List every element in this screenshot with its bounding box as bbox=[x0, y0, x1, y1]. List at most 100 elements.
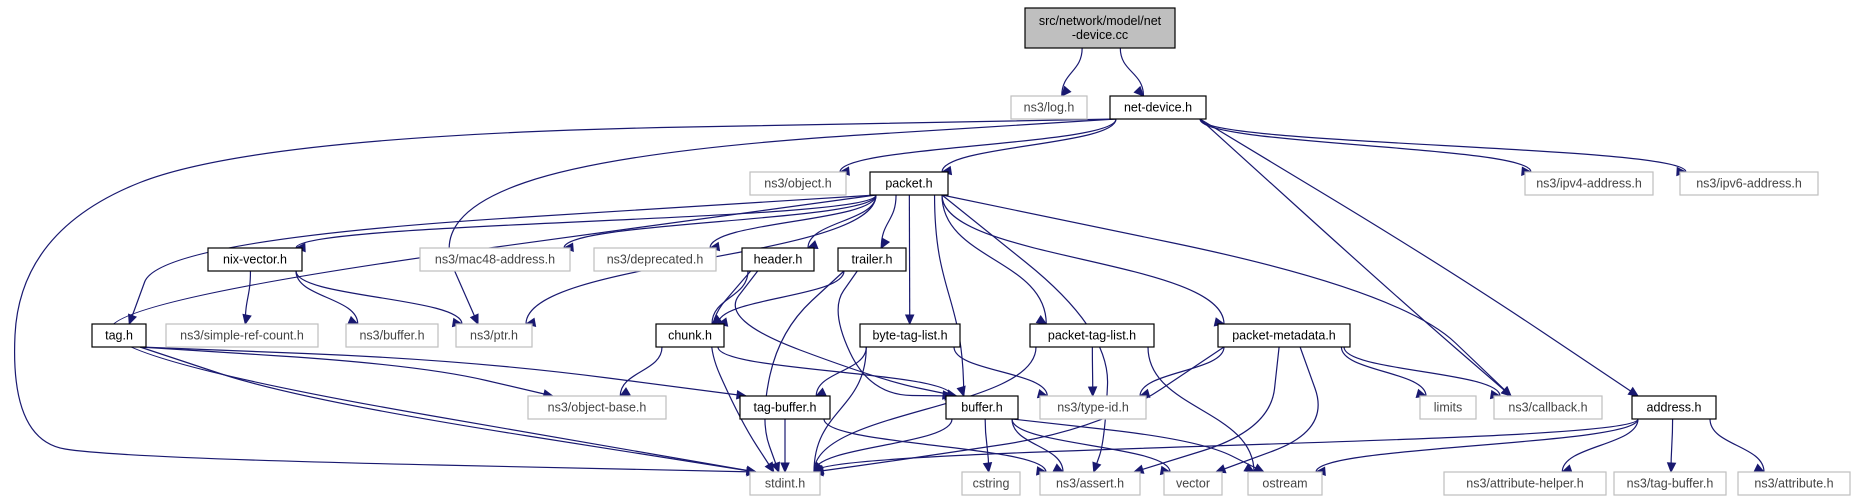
edge-header-h-to-chunk-h bbox=[711, 270, 749, 325]
node-address-h[interactable]: address.h bbox=[1631, 395, 1717, 420]
node-ns3-ipv4-address-h: ns3/ipv4-address.h bbox=[1524, 171, 1654, 196]
edge-net-device-h-to-address-h bbox=[1199, 118, 1639, 397]
arrow-head bbox=[1666, 462, 1677, 474]
node-box bbox=[961, 471, 1021, 496]
edge-address-h-to-ostream bbox=[1315, 418, 1639, 473]
edge-address-h-to-stdint-h bbox=[813, 418, 1639, 473]
edge-tag-h-to-tag-buffer-h bbox=[139, 346, 747, 397]
arrow-head bbox=[780, 462, 790, 474]
edge-buffer-h-to-ostream bbox=[1011, 418, 1265, 473]
node-box bbox=[1024, 7, 1176, 49]
node-label: byte-tag-list.h bbox=[872, 329, 947, 343]
arrow-head bbox=[1035, 314, 1048, 325]
edge-root-to-ns3-log-h bbox=[1061, 47, 1083, 97]
arrow-head bbox=[771, 461, 781, 474]
edge-net-device-h-to-ns3-ipv6-address-h bbox=[1199, 118, 1687, 173]
node-label: cstring bbox=[973, 477, 1010, 491]
node-box bbox=[1493, 395, 1603, 420]
node-label: ns3/ipv4-address.h bbox=[1536, 177, 1642, 191]
edge-tag-h-to-stdint-h bbox=[139, 346, 757, 473]
node-label: ns3/object.h bbox=[764, 177, 831, 191]
node-net-device-h[interactable]: net-device.h bbox=[1109, 95, 1207, 120]
node-box bbox=[1613, 471, 1727, 496]
node-box bbox=[1039, 471, 1141, 496]
edge-chunk-h-to-buffer-h bbox=[717, 346, 953, 397]
edge-root-to-net-device-h bbox=[1119, 47, 1145, 97]
edge-packet-h-to-ns3-mac48-address-h bbox=[563, 194, 877, 249]
node-buffer-h[interactable]: buffer.h bbox=[945, 395, 1019, 420]
edge-buffer-h-to-ns3-assert-h bbox=[1011, 418, 1064, 473]
edge-header-h-to-buffer-h bbox=[734, 270, 957, 397]
node-box bbox=[1247, 471, 1323, 496]
node-label: -device.cc bbox=[1072, 28, 1128, 42]
node-root[interactable]: src/network/model/net-device.cc bbox=[1024, 7, 1176, 49]
node-label: packet.h bbox=[885, 177, 932, 191]
node-box bbox=[741, 247, 815, 272]
node-label: stdint.h bbox=[765, 477, 805, 491]
edge-tag-h-to-ns3-object-base-h bbox=[139, 346, 553, 397]
edge-packet-tag-list-h-to-stdint-h bbox=[813, 346, 1037, 473]
node-label: trailer.h bbox=[852, 253, 893, 267]
arrow-head bbox=[1060, 85, 1072, 97]
arrow-head bbox=[904, 314, 915, 326]
node-chunk-h[interactable]: chunk.h bbox=[655, 323, 725, 348]
node-byte-tag-list-h[interactable]: byte-tag-list.h bbox=[859, 323, 961, 348]
node-ns3-assert-h: ns3/assert.h bbox=[1039, 471, 1141, 496]
graph-nodes: src/network/model/net-device.cc ns3/log.h… bbox=[91, 7, 1851, 496]
edge-packet-metadata-h-to-vector bbox=[1215, 346, 1319, 473]
edge-packet-h-to-ns3-assert-h bbox=[941, 194, 1109, 473]
edge-net-device-h-to-ns3-ptr-h bbox=[448, 118, 1117, 325]
node-ns3-attribute-helper-h: ns3/attribute-helper.h bbox=[1443, 471, 1607, 496]
node-label: ns3/log.h bbox=[1024, 101, 1075, 115]
node-label: packet-metadata.h bbox=[1232, 329, 1336, 343]
arrow-head bbox=[956, 385, 966, 398]
edge-byte-tag-list-h-to-ns3-type-id-h bbox=[953, 346, 1048, 397]
node-packet-tag-list-h[interactable]: packet-tag-list.h bbox=[1029, 323, 1155, 348]
arrow-head bbox=[764, 461, 775, 474]
node-box bbox=[1524, 171, 1654, 196]
node-tag-buffer-h[interactable]: tag-buffer.h bbox=[739, 395, 831, 420]
node-limits: limits bbox=[1419, 395, 1477, 420]
edge-net-device-h-to-packet-h bbox=[941, 118, 1117, 173]
node-ns3-ptr-h: ns3/ptr.h bbox=[455, 323, 533, 348]
node-label: ns3/tag-buffer.h bbox=[1627, 477, 1714, 491]
node-box bbox=[593, 247, 717, 272]
node-packet-metadata-h[interactable]: packet-metadata.h bbox=[1217, 323, 1351, 348]
node-label: ns3/assert.h bbox=[1056, 477, 1124, 491]
node-header-h[interactable]: header.h bbox=[741, 247, 815, 272]
node-box bbox=[419, 247, 571, 272]
arrow-head bbox=[1253, 463, 1265, 473]
node-packet-h[interactable]: packet.h bbox=[869, 171, 949, 196]
edge-packet-h-to-packet-tag-list-h bbox=[941, 194, 1047, 325]
edge-nix-vector-h-to-ns3-ptr-h bbox=[295, 270, 463, 325]
node-box bbox=[749, 171, 847, 196]
node-tag-h[interactable]: tag.h bbox=[91, 323, 147, 348]
node-label: ns3/attribute-helper.h bbox=[1466, 477, 1583, 491]
node-box bbox=[655, 323, 725, 348]
edge-address-h-to-ns3-attribute-helper-h bbox=[1561, 418, 1639, 473]
node-label: ns3/object-base.h bbox=[548, 401, 647, 415]
edge-trailer-h-to-buffer-h bbox=[837, 270, 955, 397]
edge-address-h-to-ns3-attribute-h bbox=[1709, 418, 1765, 473]
arrow-head bbox=[242, 313, 252, 326]
node-box bbox=[1217, 323, 1351, 348]
node-box bbox=[1163, 471, 1223, 496]
edge-net-device-h-to-stdint-h bbox=[13, 118, 1117, 473]
node-nix-vector-h[interactable]: nix-vector.h bbox=[207, 247, 303, 272]
edge-packet-metadata-h-to-stdint-h bbox=[813, 346, 1225, 473]
arrow-head bbox=[1133, 85, 1145, 97]
arrow-head bbox=[469, 313, 479, 326]
node-box bbox=[869, 171, 949, 196]
edge-header-h-to-stdint-h bbox=[710, 270, 775, 473]
node-label: header.h bbox=[754, 253, 803, 267]
node-box bbox=[1679, 171, 1819, 196]
node-trailer-h[interactable]: trailer.h bbox=[837, 247, 907, 272]
edge-net-device-h-to-ns3-object-h bbox=[839, 118, 1117, 173]
node-label: ns3/attribute.h bbox=[1754, 477, 1833, 491]
node-label: src/network/model/net bbox=[1039, 14, 1162, 28]
node-box bbox=[739, 395, 831, 420]
arrow-head bbox=[1087, 386, 1098, 398]
node-label: tag.h bbox=[105, 329, 133, 343]
node-label: chunk.h bbox=[668, 329, 712, 343]
